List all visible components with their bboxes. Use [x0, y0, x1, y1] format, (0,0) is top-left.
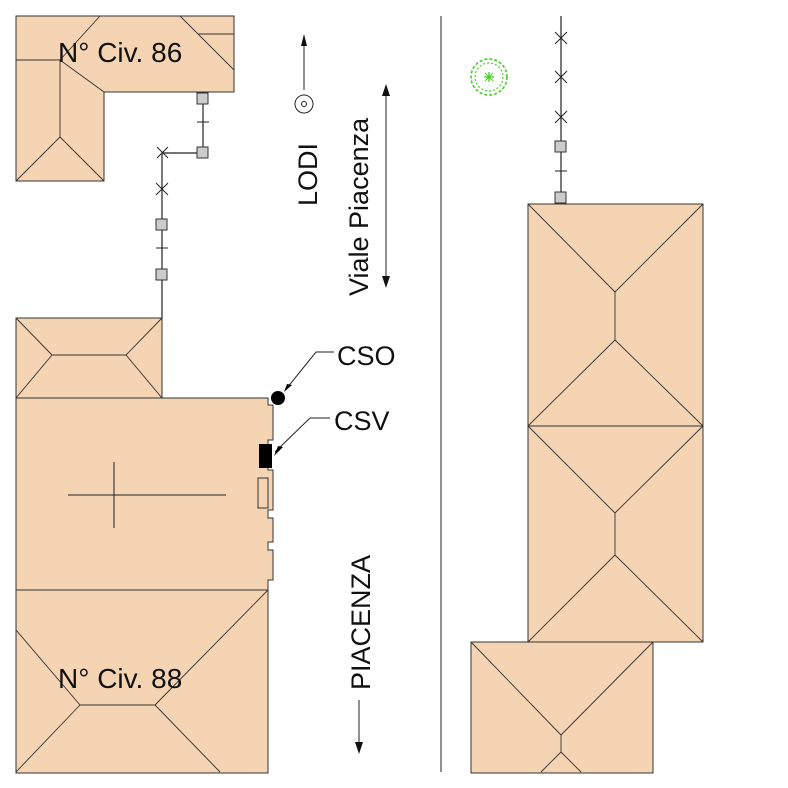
roof-ridges-left-small [15, 317, 163, 399]
label-cso: CSO [337, 341, 396, 371]
roof-ridges-right-middle [527, 425, 704, 643]
fence-cross-marker [554, 70, 568, 84]
cross-mark [68, 462, 226, 528]
fence-cross-marker [156, 146, 169, 159]
building-left-main[interactable] [15, 397, 274, 591]
fence-node [196, 146, 209, 159]
street-direction-arrow-piacenza [355, 700, 363, 754]
tree-symbol[interactable] [470, 58, 508, 96]
entrance-recess [257, 477, 269, 509]
fence-node [554, 140, 567, 153]
building-left-small[interactable] [15, 317, 163, 399]
fence-cross-marker [554, 31, 568, 45]
fence-node [155, 218, 168, 231]
fence-cross-marker [155, 182, 169, 196]
street-direction-arrow-viale [382, 84, 390, 288]
roof-ridges-civ-86 [15, 15, 235, 182]
label-civ-88: N° Civ. 88 [58, 663, 182, 694]
fence-line-left [155, 92, 209, 318]
building-right-upper[interactable] [527, 203, 704, 427]
building-right-lower[interactable] [470, 641, 654, 774]
fence-cross-marker [554, 110, 568, 124]
building-civ-86[interactable] [15, 15, 235, 182]
csv-marker[interactable] [259, 417, 330, 468]
north-arrow [294, 34, 314, 114]
label-viale-piacenza: Viale Piacenza [344, 117, 374, 296]
roof-ridges-right-upper [527, 203, 704, 427]
fence-node [155, 268, 168, 281]
fence-line-right [554, 16, 568, 204]
roof-ridges-civ-88 [15, 589, 269, 773]
building-civ-88[interactable] [15, 589, 269, 774]
fence-node [554, 191, 567, 204]
label-piacenza: PIACENZA [346, 555, 376, 690]
label-lodi: LODI [293, 143, 323, 206]
cso-marker[interactable] [271, 351, 334, 405]
label-civ-86: N° Civ. 86 [58, 37, 182, 68]
roof-ridges-right-lower [470, 641, 654, 773]
label-csv: CSV [334, 406, 390, 436]
building-right-middle[interactable] [527, 425, 704, 643]
fence-node [196, 92, 209, 105]
